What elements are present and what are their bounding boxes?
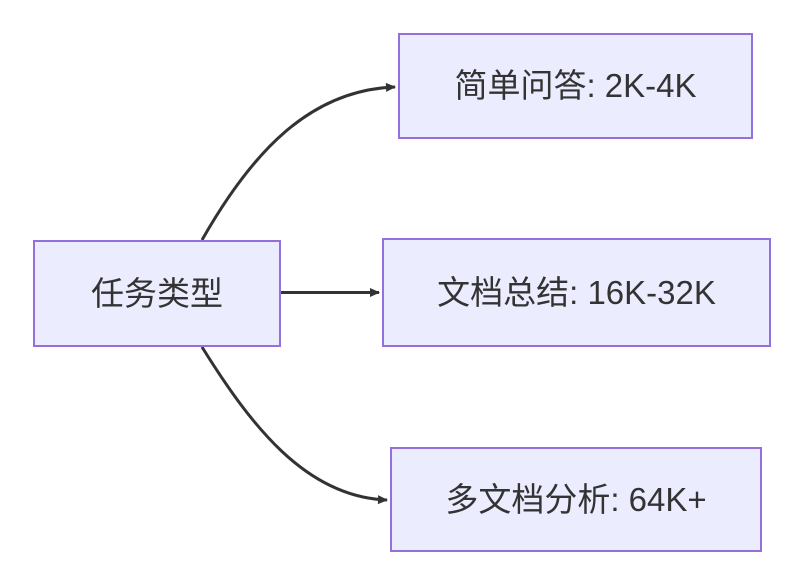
node-doc-summary-label: 文档总结: 16K-32K: [437, 273, 716, 311]
node-doc-summary: 文档总结: 16K-32K: [382, 238, 771, 347]
node-task-type-label: 任务类型: [91, 274, 223, 312]
node-simple-qa: 简单问答: 2K-4K: [398, 33, 753, 139]
edge-task-type-to-simple-qa: [200, 82, 396, 241]
node-multi-doc-analysis: 多文档分析: 64K+: [390, 447, 762, 552]
node-multi-doc-analysis-label: 多文档分析: 64K+: [445, 480, 707, 518]
node-simple-qa-label: 简单问答: 2K-4K: [454, 67, 697, 105]
edge-task-type-to-multi-doc: [200, 346, 388, 505]
node-task-type: 任务类型: [33, 240, 281, 347]
